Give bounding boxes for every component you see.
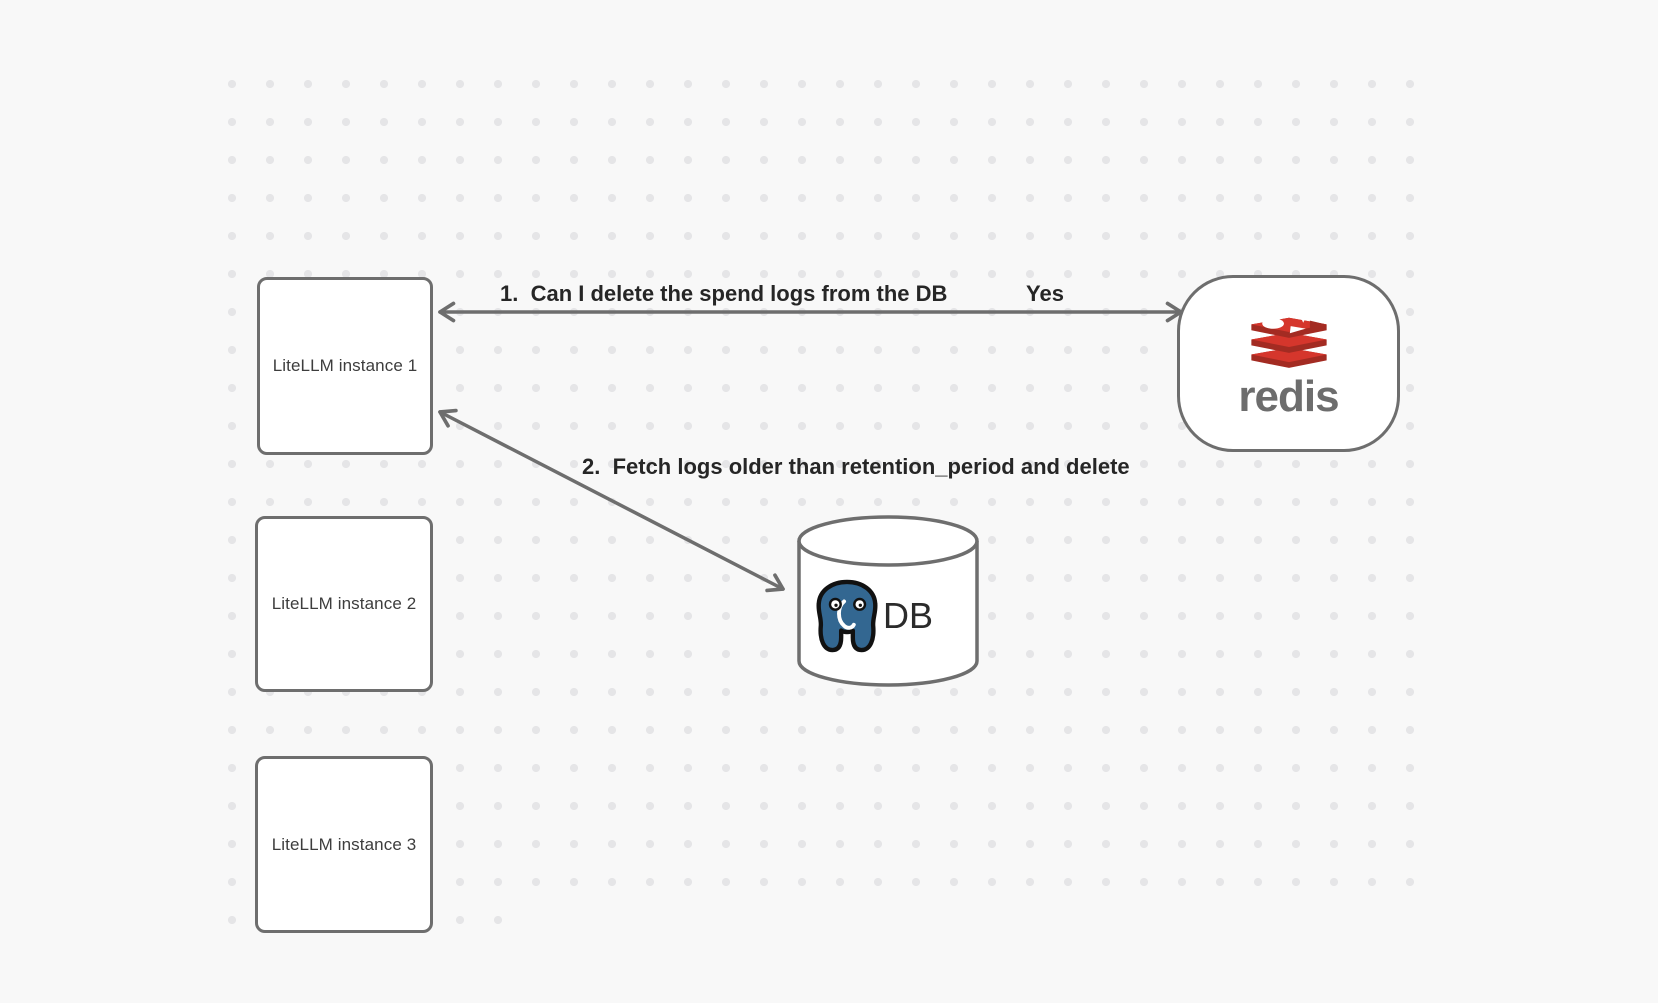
litellm-instance-3-label: LiteLLM instance 3	[271, 834, 417, 854]
db-cylinder	[797, 515, 979, 687]
litellm-instance-3-node: LiteLLM instance 3	[255, 756, 433, 933]
postgres-elephant-icon	[816, 579, 878, 653]
litellm-instance-2-node: LiteLLM instance 2	[255, 516, 433, 692]
edge-label-yes-answer: Yes	[1026, 281, 1064, 306]
litellm-instance-2-label: LiteLLM instance 2	[271, 594, 417, 613]
edge-label-fetch-delete: 2. Fetch logs older than retention_perio…	[582, 454, 1130, 479]
edge-label-delete-question: 1. Can I delete the spend logs from the …	[500, 281, 948, 306]
db-node-content: DB	[812, 578, 933, 654]
arrow-litellm1-db	[438, 408, 785, 593]
redis-logo-icon	[1250, 308, 1327, 368]
redis-wordmark: redis	[1238, 371, 1339, 421]
litellm-instance-1-label: LiteLLM instance 1	[272, 356, 418, 375]
redis-node: redis	[1177, 275, 1400, 452]
db-label: DB	[883, 595, 934, 636]
litellm-instance-1-node: LiteLLM instance 1	[257, 277, 433, 455]
